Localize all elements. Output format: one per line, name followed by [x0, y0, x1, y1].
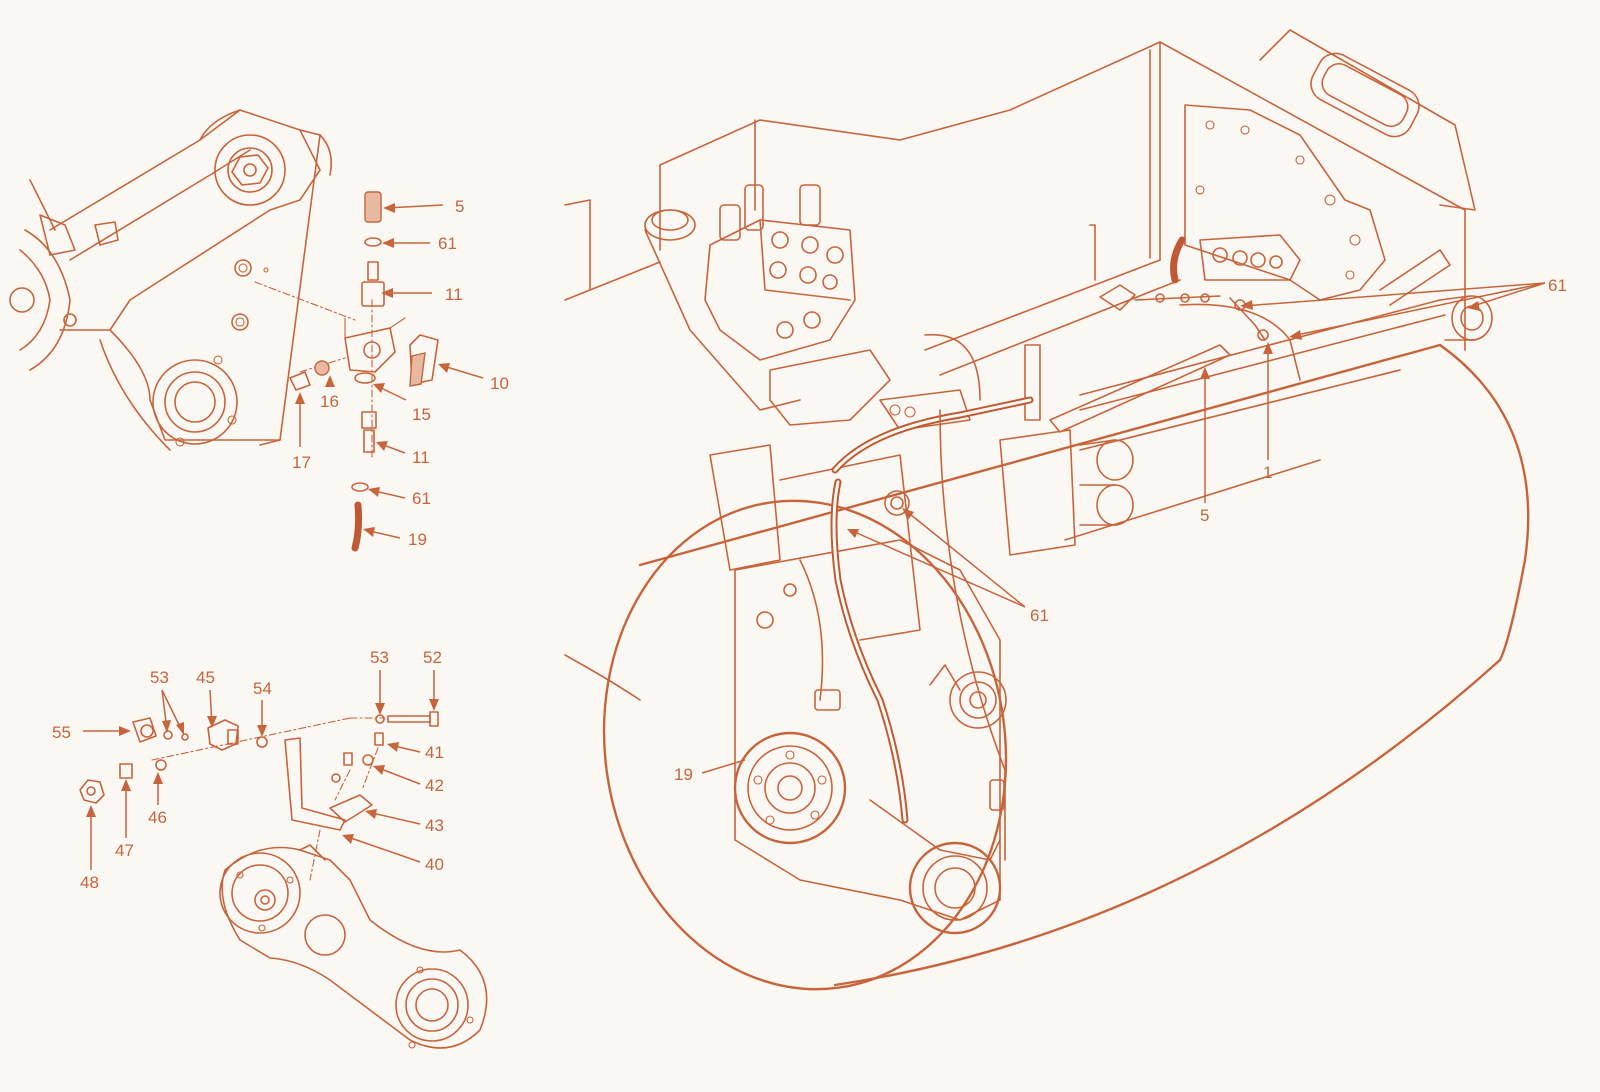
- callout-label: 5: [455, 197, 464, 216]
- callout-label: 11: [412, 448, 430, 467]
- callout-label: 53: [150, 668, 169, 687]
- callout-label: 42: [425, 776, 444, 795]
- fitting-5-part: [364, 191, 382, 223]
- callout-label: 47: [115, 841, 134, 860]
- callout-label: 45: [196, 668, 215, 687]
- callout-label: 15: [412, 405, 431, 424]
- callout-label: 40: [425, 855, 444, 874]
- callout-label: 43: [425, 816, 444, 835]
- bottom-left-callouts: 53 45 54 53 52 55 41 42 43 40 46: [52, 648, 444, 892]
- top-left-assembly-drawing: [9, 109, 439, 552]
- callout-label: 17: [292, 453, 311, 472]
- callout-label: 61: [438, 234, 457, 253]
- callout-label: 61: [1030, 606, 1049, 625]
- callout-label: 41: [425, 743, 444, 762]
- callout-label: 11: [445, 285, 463, 304]
- callout-label: 5: [1200, 506, 1209, 525]
- top-left-callouts: 5 61 11 10 15 11 61 19 17 16: [292, 197, 509, 549]
- callout-label: 52: [423, 648, 442, 667]
- callout-label: 1: [1263, 463, 1272, 482]
- main-assembly-drawing: [564, 29, 1530, 991]
- callout-label: 10: [490, 374, 509, 393]
- main-view-callouts: 61 1 5 61 19: [674, 276, 1567, 784]
- callout-label: 55: [52, 723, 71, 742]
- callout-label: 48: [80, 873, 99, 892]
- callout-label: 19: [674, 765, 693, 784]
- callout-label: 53: [370, 648, 389, 667]
- callout-label: 16: [320, 392, 339, 411]
- callout-label: 61: [1548, 276, 1567, 295]
- callout-label: 46: [148, 808, 167, 827]
- callout-label: 19: [408, 530, 427, 549]
- callout-label: 61: [412, 489, 431, 508]
- bottom-left-assembly-drawing: [79, 711, 488, 1049]
- callout-label: 54: [253, 679, 272, 698]
